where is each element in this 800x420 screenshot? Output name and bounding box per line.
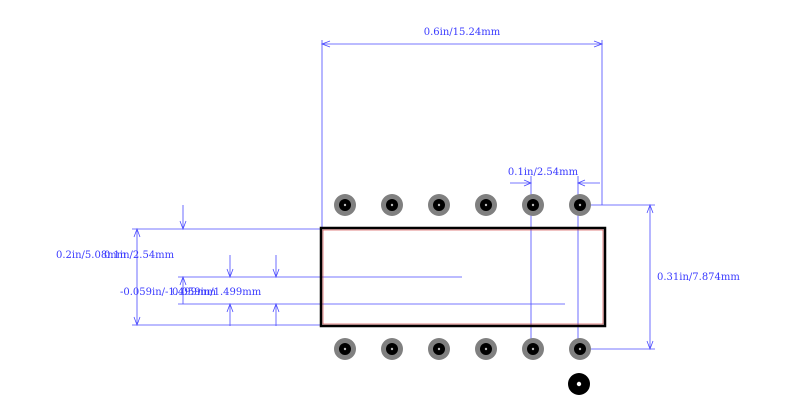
dim-row-spacing-label: 0.31in/7.874mm xyxy=(657,272,740,283)
pin-pad-top-1 xyxy=(334,194,356,216)
pin-pad-top-2 xyxy=(381,194,403,216)
pin-pad-bottom-3 xyxy=(428,338,450,360)
pin-pad-bottom-6 xyxy=(569,338,591,360)
dim-width-top xyxy=(320,40,604,228)
dim-left-group xyxy=(132,205,565,327)
pin-pad-bottom-4 xyxy=(475,338,497,360)
pin-pad-bottom-2 xyxy=(381,338,403,360)
dim-width-top-label: 0.6in/15.24mm xyxy=(424,27,501,38)
pin-pad-top-6 xyxy=(569,194,591,216)
dim-left-d-label: 0.059in/1.499mm xyxy=(172,287,262,298)
dim-left-b-label: 0.1in/2.54mm xyxy=(104,250,175,261)
pin-pads xyxy=(334,194,591,360)
pin-pad-bottom-5 xyxy=(522,338,544,360)
dim-row-spacing xyxy=(580,203,655,351)
dim-left-c-label: -0.059in/-1.499mm xyxy=(120,287,217,298)
dim-pitch-label: 0.1in/2.54mm xyxy=(508,167,579,178)
pin-pad-top-4 xyxy=(475,194,497,216)
origin-marker xyxy=(568,373,590,395)
package-outline-inner xyxy=(322,229,604,325)
package-outline xyxy=(319,226,607,328)
pin-pad-bottom-1 xyxy=(334,338,356,360)
dim-left-a-label: 0.2in/5.08mm xyxy=(56,250,127,261)
pin-pad-top-3 xyxy=(428,194,450,216)
pin-pad-top-5 xyxy=(522,194,544,216)
